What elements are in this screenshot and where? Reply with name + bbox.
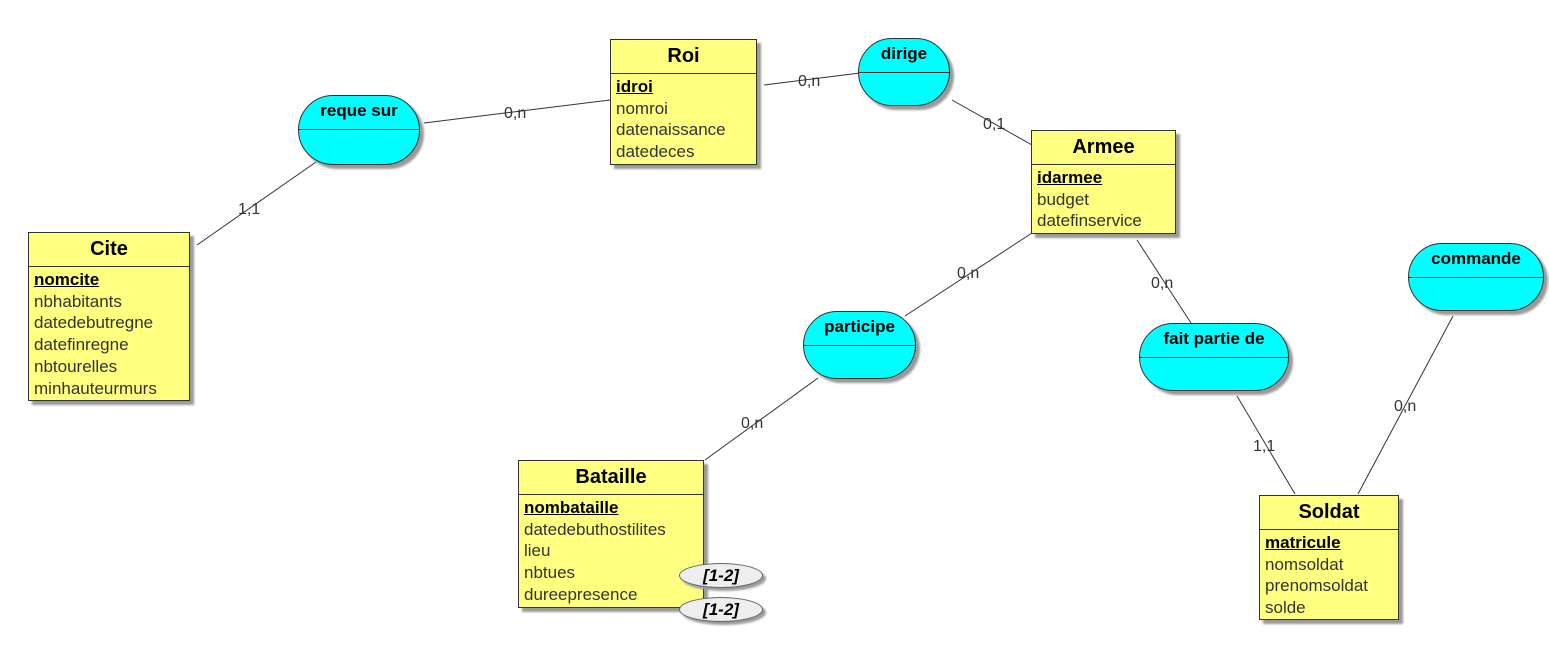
link-commande-soldat	[1357, 315, 1454, 495]
entity-roi[interactable]: Roi idroi nomroi datenaissance datedeces	[610, 39, 757, 165]
attribute: nomsoldat	[1265, 554, 1344, 574]
entity-title: Armee	[1032, 131, 1175, 165]
attribute: prenomsoldat	[1265, 576, 1369, 596]
attribute: lieu	[524, 541, 551, 561]
entity-title: Cite	[29, 233, 189, 267]
attribute: minhauteurmurs	[34, 378, 157, 398]
entity-armee[interactable]: Armee idarmee budget datefinservice	[1031, 130, 1176, 234]
link-participe-bataille	[704, 377, 819, 461]
relation-title: participe	[804, 312, 915, 346]
primary-key-attribute: nombataille	[524, 498, 619, 517]
constraint-tag-dureepresence: [1-2]	[679, 597, 763, 622]
card-reque-sur-roi: 0,n	[504, 105, 526, 122]
relation-reque-sur[interactable]: reque sur	[298, 95, 420, 165]
attribute: nbtues	[524, 563, 576, 583]
entity-title: Soldat	[1260, 496, 1398, 530]
primary-key-attribute: idarmee	[1037, 168, 1103, 187]
link-reque-sur-cite	[196, 161, 317, 246]
relation-participe[interactable]: participe	[803, 311, 916, 379]
relation-title: reque sur	[299, 96, 419, 130]
link-reque-sur-roi	[423, 99, 611, 124]
attribute: nbtourelles	[34, 356, 118, 376]
entity-title: Roi	[611, 40, 756, 74]
attribute: dureepresence	[524, 584, 638, 604]
primary-key-attribute: matricule	[1265, 533, 1341, 552]
attribute: budget	[1037, 189, 1089, 209]
primary-key-attribute: nomcite	[34, 270, 100, 289]
relation-commande[interactable]: commande	[1408, 243, 1544, 311]
link-participe-armee	[904, 232, 1033, 317]
attribute: datedebutregne	[34, 313, 154, 333]
attribute: datedebuthostilites	[524, 519, 666, 539]
attribute: datefinservice	[1037, 211, 1142, 231]
link-dirige-armee	[951, 99, 1033, 146]
card-fait-partie-de-soldat: 1,1	[1253, 438, 1275, 455]
card-dirige-roi: 0,n	[798, 73, 820, 90]
entity-bataille[interactable]: Bataille nombataille datedebuthostilites…	[518, 460, 704, 608]
attribute: nomroi	[616, 98, 668, 118]
link-dirige-roi	[763, 72, 861, 86]
attribute: datefinregne	[34, 335, 129, 355]
attribute: datenaissance	[616, 120, 726, 140]
attribute: datedeces	[616, 142, 695, 162]
link-fait-partie-de-armee	[1136, 239, 1192, 324]
attribute: solde	[1265, 598, 1306, 618]
card-participe-armee: 0,n	[957, 265, 979, 282]
relation-dirige[interactable]: dirige	[858, 38, 950, 106]
card-dirige-armee: 0,1	[983, 116, 1005, 133]
attribute: nbhabitants	[34, 291, 122, 311]
entity-soldat[interactable]: Soldat matricule nomsoldat prenomsoldat …	[1259, 495, 1399, 620]
relation-title: dirige	[859, 39, 949, 73]
entity-title: Bataille	[519, 461, 703, 495]
constraint-tag-nbtues: [1-2]	[679, 563, 763, 588]
card-participe-bataille: 0,n	[741, 415, 763, 432]
card-reque-sur-cite: 1,1	[238, 201, 260, 218]
card-fait-partie-de-armee: 0,n	[1151, 275, 1173, 292]
primary-key-attribute: idroi	[616, 77, 653, 96]
card-commande-soldat: 0,n	[1394, 398, 1416, 415]
relation-fait-partie-de[interactable]: fait partie de	[1139, 323, 1289, 391]
entity-cite[interactable]: Cite nomcite nbhabitants datedebutregne …	[28, 232, 190, 401]
relation-title: fait partie de	[1140, 324, 1288, 358]
link-fait-partie-de-soldat	[1236, 395, 1296, 495]
relation-title: commande	[1409, 244, 1543, 278]
